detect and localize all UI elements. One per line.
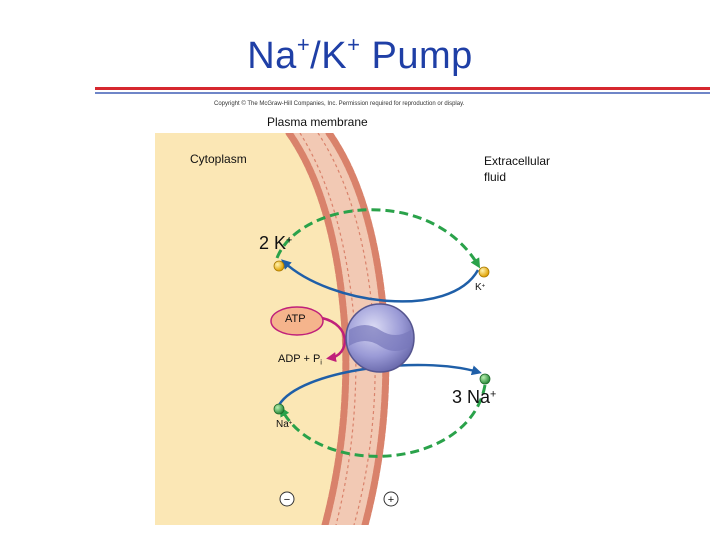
copyright-notice: Copyright © The McGraw-Hill Companies, I… [214,101,465,107]
potassium-pump-arrow [281,259,480,303]
atp-molecule [270,306,324,336]
negative-charge-symbol [279,491,295,507]
sodium-path-arrow [280,384,487,458]
sodium-ion-inside [273,403,285,415]
adp-pi-label: ADP + Pi [278,353,323,367]
atp-label: ATP [285,313,306,325]
sodium-label: Na+ [276,419,293,430]
extracellular-fluid-label: Extracellular fluid [484,154,551,184]
atp-hydrolysis-arrow [321,316,346,363]
cytoplasm-label: Cytoplasm [190,152,247,166]
sodium-ion-outside [479,373,491,385]
positive-charge-symbol [383,491,399,507]
three-sodium-label: 3 Na+ [452,387,497,407]
potassium-ion-inside [273,260,285,272]
title-rule-red [95,87,710,90]
title-rule-blue [95,92,710,94]
negative-charge-text: − [284,494,290,506]
sodium-potassium-pump [345,303,415,373]
potassium-path-arrow [275,208,481,269]
plasma-membrane-label: Plasma membrane [267,115,368,129]
two-potassium-label: 2 K+ [259,233,293,253]
potassium-ion-outside [478,266,490,278]
potassium-label: K+ [475,282,486,293]
slide-title: Na+/K+ Pump [247,32,473,77]
positive-charge-text: + [388,494,394,506]
